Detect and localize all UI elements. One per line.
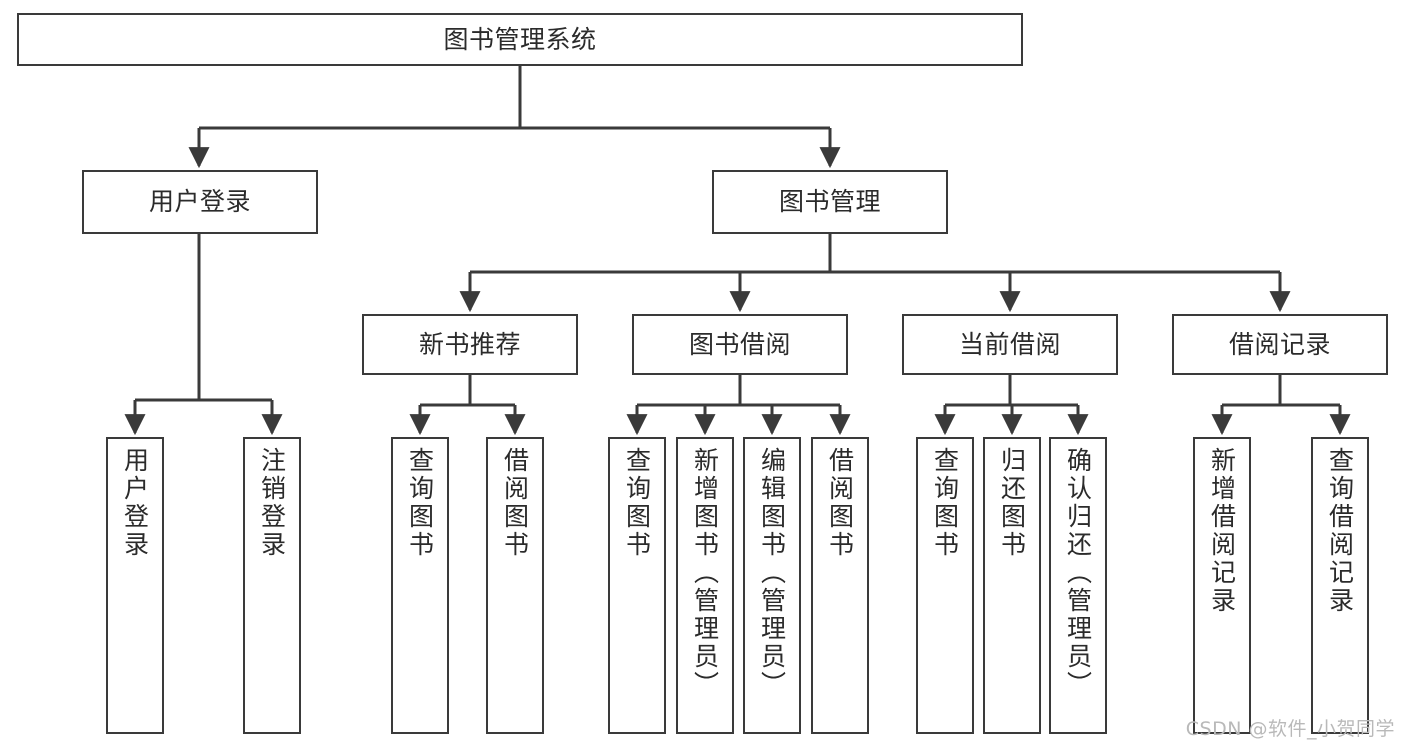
node-label: 注销登录 — [257, 447, 287, 559]
watermark-text: CSDN @软件_小贺同学 — [1185, 718, 1395, 740]
node-current-borrowing[interactable]: 当前借阅 — [902, 314, 1118, 375]
leaf-borrow-edit-book-admin[interactable]: 编辑图书（管理员） — [743, 437, 801, 734]
leaf-current-query-books[interactable]: 查询图书 — [916, 437, 974, 734]
node-label: 图书借阅 — [688, 329, 791, 359]
node-label: 新书推荐 — [418, 329, 521, 359]
node-root-book-management-system[interactable]: 图书管理系统 — [17, 13, 1023, 66]
node-label: 当前借阅 — [958, 329, 1061, 359]
node-new-book-recommendation[interactable]: 新书推荐 — [362, 314, 578, 375]
leaf-record-query-borrow-record[interactable]: 查询借阅记录 — [1311, 437, 1369, 734]
node-label: 借阅图书 — [825, 447, 855, 559]
node-label: 图书管理 — [778, 187, 881, 217]
node-label: 查询图书 — [405, 447, 435, 559]
node-label: 确认归还（管理员） — [1063, 447, 1093, 699]
node-book-management[interactable]: 图书管理 — [712, 170, 948, 234]
leaf-current-confirm-return-admin[interactable]: 确认归还（管理员） — [1049, 437, 1107, 734]
node-user-login[interactable]: 用户登录 — [82, 170, 318, 234]
node-label: 新增借阅记录 — [1207, 447, 1237, 615]
leaf-record-add-borrow-record[interactable]: 新增借阅记录 — [1193, 437, 1251, 734]
leaf-user-login[interactable]: 用户登录 — [106, 437, 164, 734]
node-label: 新增图书（管理员） — [690, 447, 720, 699]
node-borrowing-record[interactable]: 借阅记录 — [1172, 314, 1388, 375]
node-label: 归还图书 — [997, 447, 1027, 559]
node-label: 用户登录 — [148, 187, 251, 217]
node-label: 图书管理系统 — [443, 24, 597, 54]
node-label: 借阅记录 — [1228, 329, 1331, 359]
leaf-borrow-add-book-admin[interactable]: 新增图书（管理员） — [676, 437, 734, 734]
node-book-borrowing[interactable]: 图书借阅 — [632, 314, 848, 375]
leaf-current-return-books[interactable]: 归还图书 — [983, 437, 1041, 734]
node-label: 用户登录 — [120, 447, 150, 559]
leaf-borrow-borrow-books[interactable]: 借阅图书 — [811, 437, 869, 734]
leaf-borrow-query-books[interactable]: 查询图书 — [608, 437, 666, 734]
leaf-new-book-borrow-books[interactable]: 借阅图书 — [486, 437, 544, 734]
node-label: 查询借阅记录 — [1325, 447, 1355, 615]
node-label: 查询图书 — [930, 447, 960, 559]
leaf-new-book-query-books[interactable]: 查询图书 — [391, 437, 449, 734]
node-label: 查询图书 — [622, 447, 652, 559]
node-label: 借阅图书 — [500, 447, 530, 559]
leaf-logout[interactable]: 注销登录 — [243, 437, 301, 734]
node-label: 编辑图书（管理员） — [757, 447, 787, 699]
